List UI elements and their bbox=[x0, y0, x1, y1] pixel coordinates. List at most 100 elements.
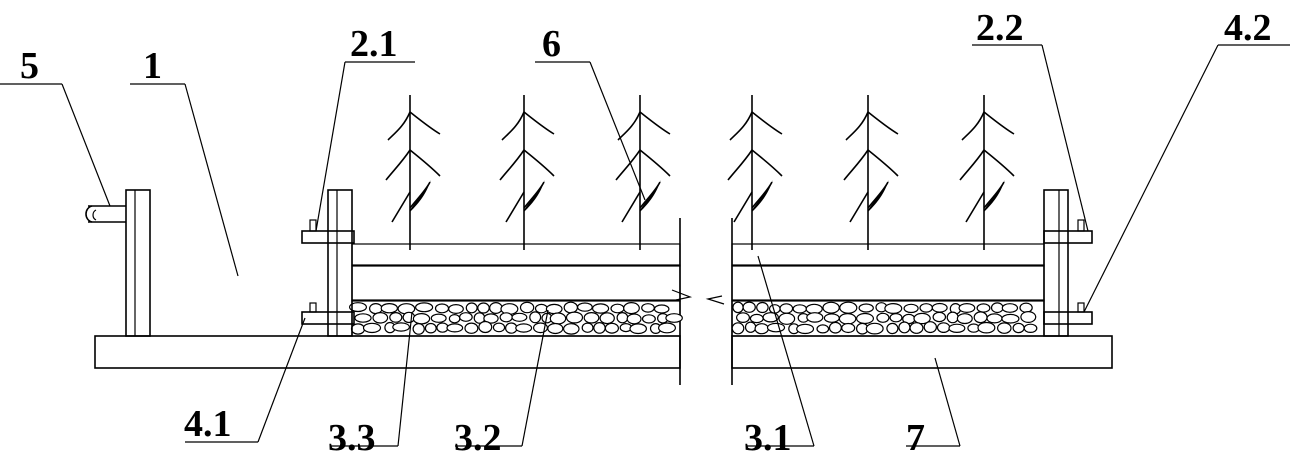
pebble bbox=[858, 303, 874, 313]
pebble bbox=[889, 313, 903, 323]
pebble bbox=[731, 322, 745, 335]
label-4-2: 4.2 bbox=[1224, 7, 1272, 49]
label-7: 7 bbox=[906, 417, 925, 459]
pebble bbox=[996, 322, 1012, 334]
pebble bbox=[604, 322, 620, 334]
pebble bbox=[1001, 303, 1019, 313]
pebble bbox=[448, 304, 464, 315]
plant bbox=[727, 95, 783, 250]
pebble bbox=[816, 324, 830, 334]
pebble bbox=[623, 302, 640, 315]
pebble bbox=[362, 322, 382, 334]
pebble bbox=[402, 311, 416, 324]
pebble bbox=[534, 303, 548, 314]
pebble bbox=[565, 311, 584, 324]
pebble bbox=[563, 301, 579, 314]
pebble bbox=[610, 303, 625, 314]
pebble bbox=[958, 303, 976, 314]
pebble bbox=[380, 303, 398, 314]
pebble bbox=[465, 302, 478, 314]
label-2-1: 2.1 bbox=[350, 23, 398, 65]
pebble bbox=[976, 303, 991, 313]
pebble bbox=[629, 323, 647, 335]
plant bbox=[499, 95, 555, 250]
label-3-2: 3.2 bbox=[454, 417, 502, 459]
pebble bbox=[583, 311, 600, 324]
pebble bbox=[657, 322, 676, 334]
break-lines bbox=[671, 218, 733, 385]
gravel-layer-left bbox=[349, 299, 683, 337]
pebble bbox=[599, 312, 615, 325]
pebble bbox=[884, 303, 903, 315]
right-wall bbox=[1043, 189, 1093, 337]
pebble bbox=[823, 313, 840, 323]
pebble bbox=[616, 312, 629, 324]
gravel-layer-right bbox=[731, 299, 1045, 337]
label-4-1: 4.1 bbox=[184, 403, 232, 445]
pebble bbox=[415, 302, 434, 313]
pebble bbox=[459, 312, 473, 322]
pebble bbox=[372, 311, 389, 324]
pebble bbox=[977, 321, 996, 334]
pebble bbox=[839, 301, 858, 314]
base-slab bbox=[94, 335, 1113, 369]
pebble bbox=[986, 313, 1003, 324]
pebble bbox=[1019, 302, 1033, 313]
pebble bbox=[577, 302, 593, 312]
soil-layer bbox=[351, 243, 1045, 267]
pebble bbox=[641, 314, 656, 324]
pebble bbox=[865, 322, 884, 335]
pebble bbox=[946, 311, 959, 324]
pebble bbox=[641, 303, 655, 313]
pebble bbox=[796, 323, 815, 335]
label-1: 1 bbox=[143, 45, 162, 87]
pebble bbox=[464, 322, 479, 334]
pebble bbox=[354, 313, 372, 323]
pebble bbox=[749, 313, 764, 324]
inlet-pipe bbox=[85, 189, 151, 337]
left-wall bbox=[301, 189, 355, 337]
pebble bbox=[754, 323, 769, 335]
pebble bbox=[778, 312, 796, 325]
pebble bbox=[766, 322, 786, 333]
pebble bbox=[448, 314, 461, 324]
pebble bbox=[1020, 311, 1037, 324]
pebble bbox=[828, 321, 842, 334]
pebble bbox=[841, 322, 856, 334]
pebble bbox=[913, 312, 931, 325]
pebble bbox=[489, 302, 503, 315]
pebble bbox=[948, 323, 966, 333]
pebble bbox=[492, 322, 506, 333]
label-3-3: 3.3 bbox=[328, 417, 376, 459]
pebble bbox=[1001, 313, 1020, 324]
pebble bbox=[434, 303, 450, 314]
label-6: 6 bbox=[542, 23, 561, 65]
pebble bbox=[593, 322, 606, 334]
pebble bbox=[732, 301, 744, 314]
pebble bbox=[822, 301, 840, 314]
pebble bbox=[932, 311, 947, 323]
pebble bbox=[931, 302, 948, 313]
pebble bbox=[515, 323, 533, 333]
pebble bbox=[973, 311, 988, 324]
pebble bbox=[792, 304, 808, 314]
pebble bbox=[549, 312, 567, 325]
pebble bbox=[581, 322, 594, 333]
pebble bbox=[806, 312, 824, 323]
pebble bbox=[762, 312, 779, 323]
media-layer bbox=[351, 264, 1045, 302]
pebble bbox=[350, 323, 366, 335]
pebble bbox=[430, 313, 447, 323]
pebble bbox=[886, 322, 899, 335]
plant bbox=[959, 95, 1015, 250]
pebble bbox=[545, 303, 563, 315]
pebble bbox=[653, 304, 670, 314]
pebble bbox=[478, 320, 493, 334]
pebble bbox=[389, 312, 403, 323]
labels: 5 1 2.1 6 2.2 4.2 4.1 3.3 3.2 3.1 7 bbox=[20, 7, 1272, 459]
pebble bbox=[424, 322, 437, 334]
pebble bbox=[412, 313, 431, 325]
label-3-1: 3.1 bbox=[744, 417, 792, 459]
pebble bbox=[591, 303, 610, 314]
